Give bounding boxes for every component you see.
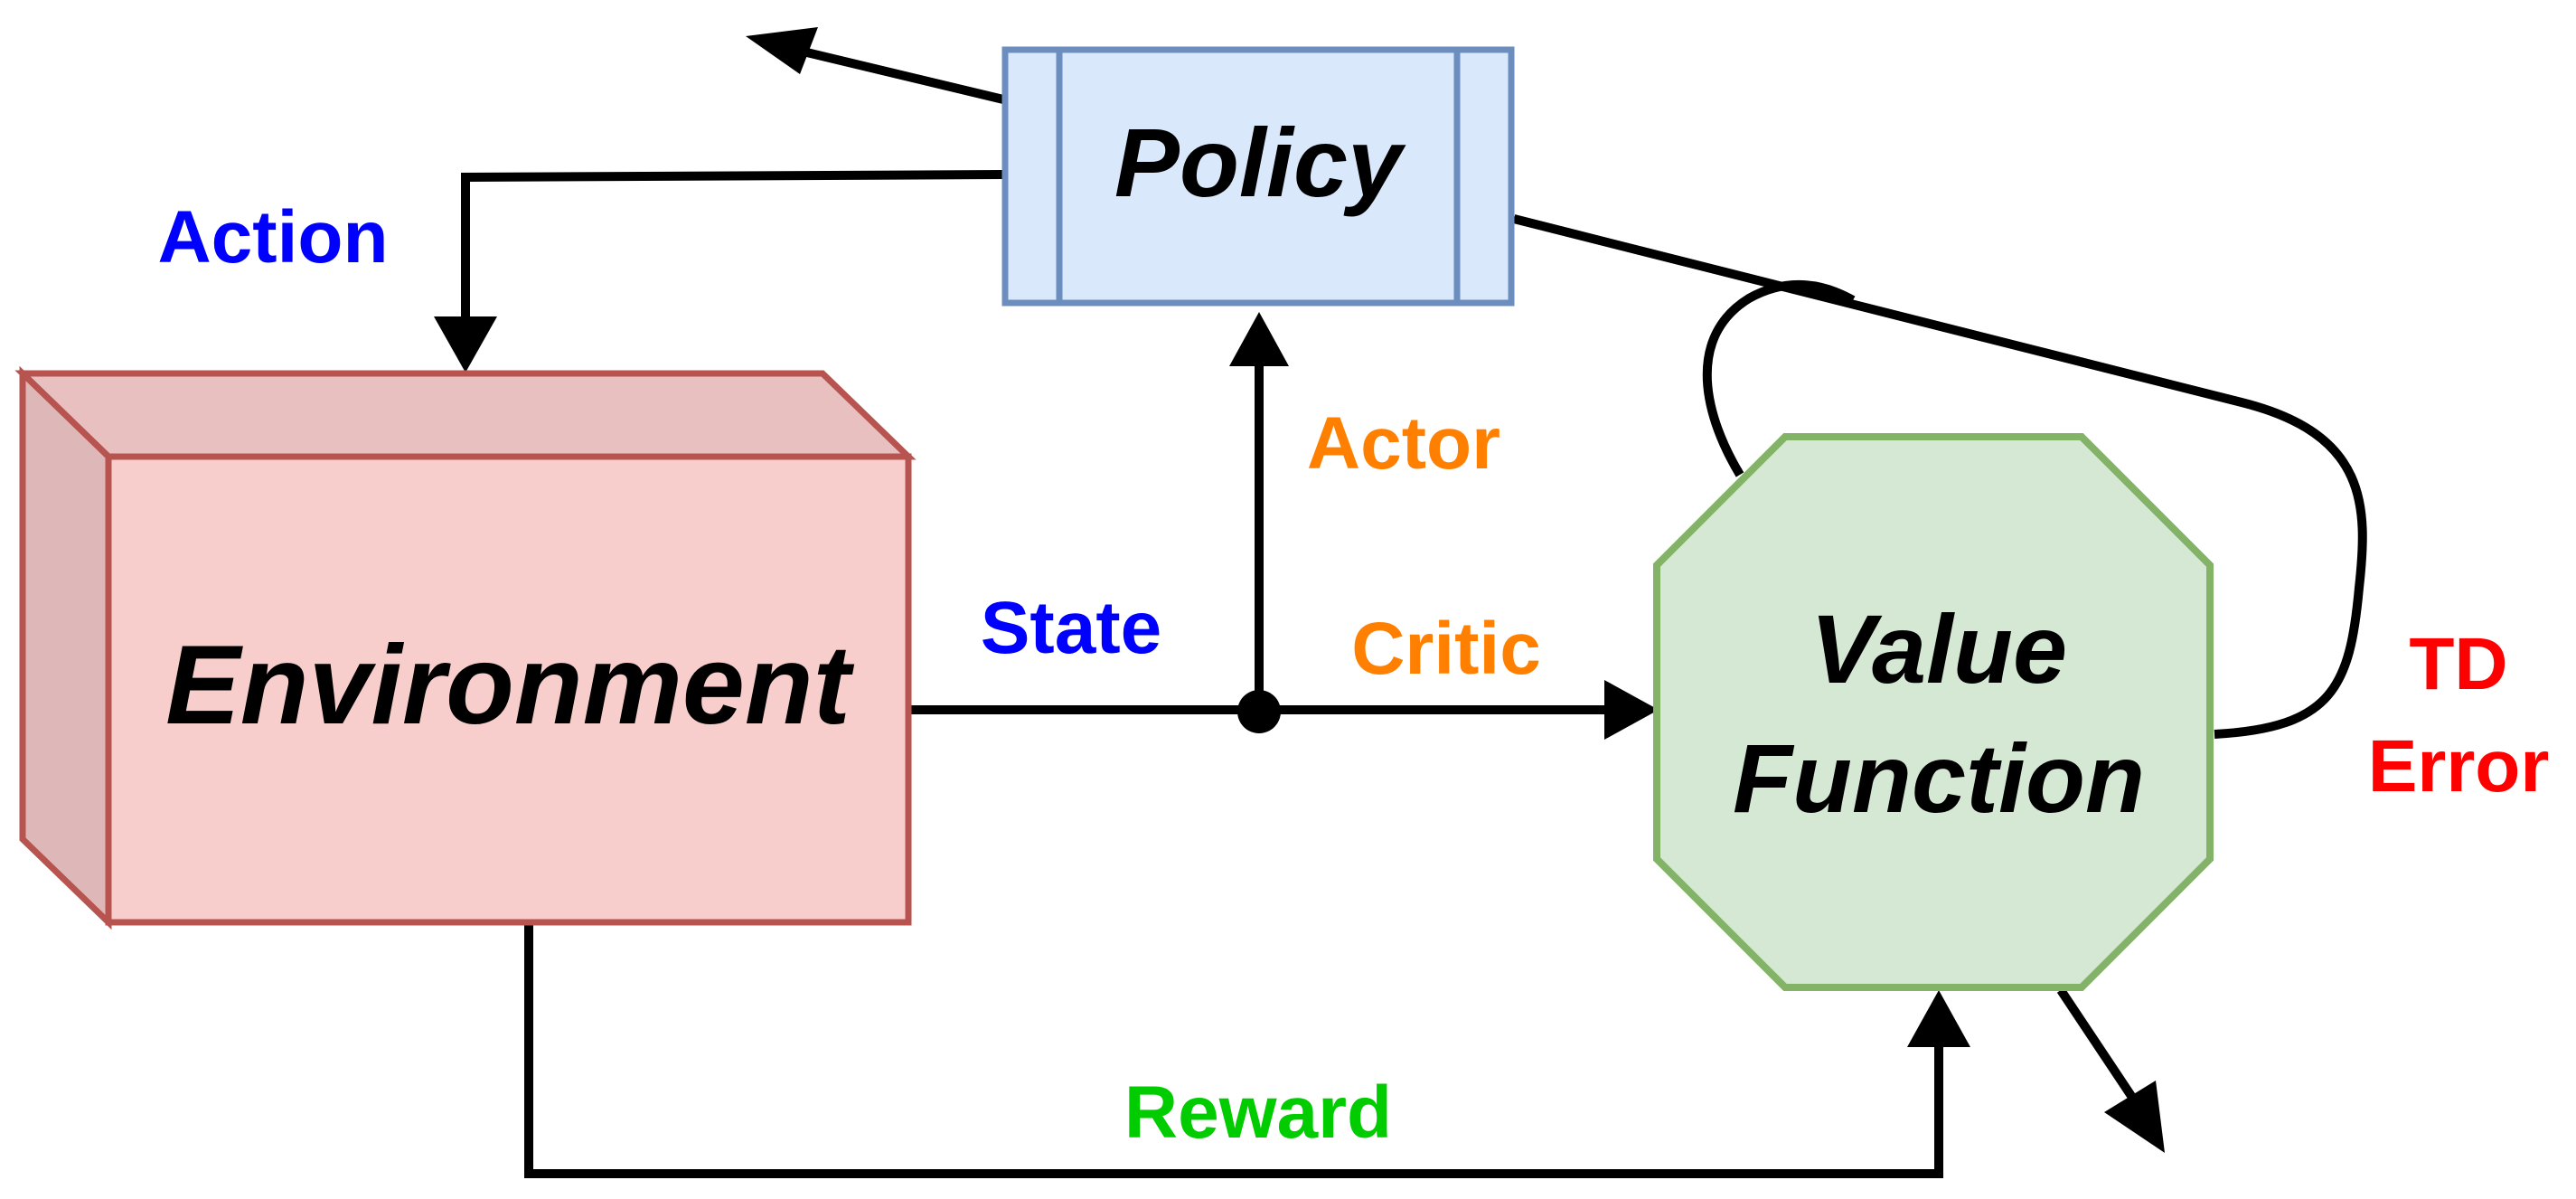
- reward-edge: [524, 924, 1970, 1178]
- value-function-octagon: [1653, 433, 2214, 991]
- value-out-arrow: [2056, 987, 2165, 1153]
- policy-node[interactable]: Policy: [1001, 46, 1515, 307]
- state-critic-edge: [908, 680, 1659, 740]
- policy-label: Policy: [1114, 108, 1406, 217]
- td-error-label-line1: TD: [2409, 623, 2507, 705]
- environment-side-face: [19, 365, 112, 930]
- td-error-label-line2: Error: [2368, 725, 2550, 807]
- value-function-label-line2: Function: [1733, 723, 2145, 833]
- reward-label: Reward: [1124, 1072, 1392, 1154]
- value-function-node[interactable]: Value Function: [1653, 433, 2214, 991]
- td-error-line: [1512, 214, 2367, 739]
- action-label: Action: [157, 196, 388, 279]
- critic-label: Critic: [1351, 608, 1541, 690]
- value-function-label-line1: Value: [1810, 594, 2067, 703]
- state-label: State: [981, 587, 1162, 669]
- policy-out-arrow: [746, 27, 1005, 104]
- policy-box: [1001, 46, 1515, 307]
- state-junction-dot: [1237, 690, 1281, 733]
- environment-top-face: [14, 370, 917, 460]
- environment-label: Environment: [165, 623, 855, 748]
- actor-edge: [1229, 312, 1289, 710]
- value-self-loop: [1702, 279, 1856, 477]
- actor-label: Actor: [1307, 402, 1500, 485]
- environment-node[interactable]: Environment: [14, 365, 917, 930]
- environment-front-face: [105, 453, 912, 926]
- action-edge: [434, 170, 1004, 373]
